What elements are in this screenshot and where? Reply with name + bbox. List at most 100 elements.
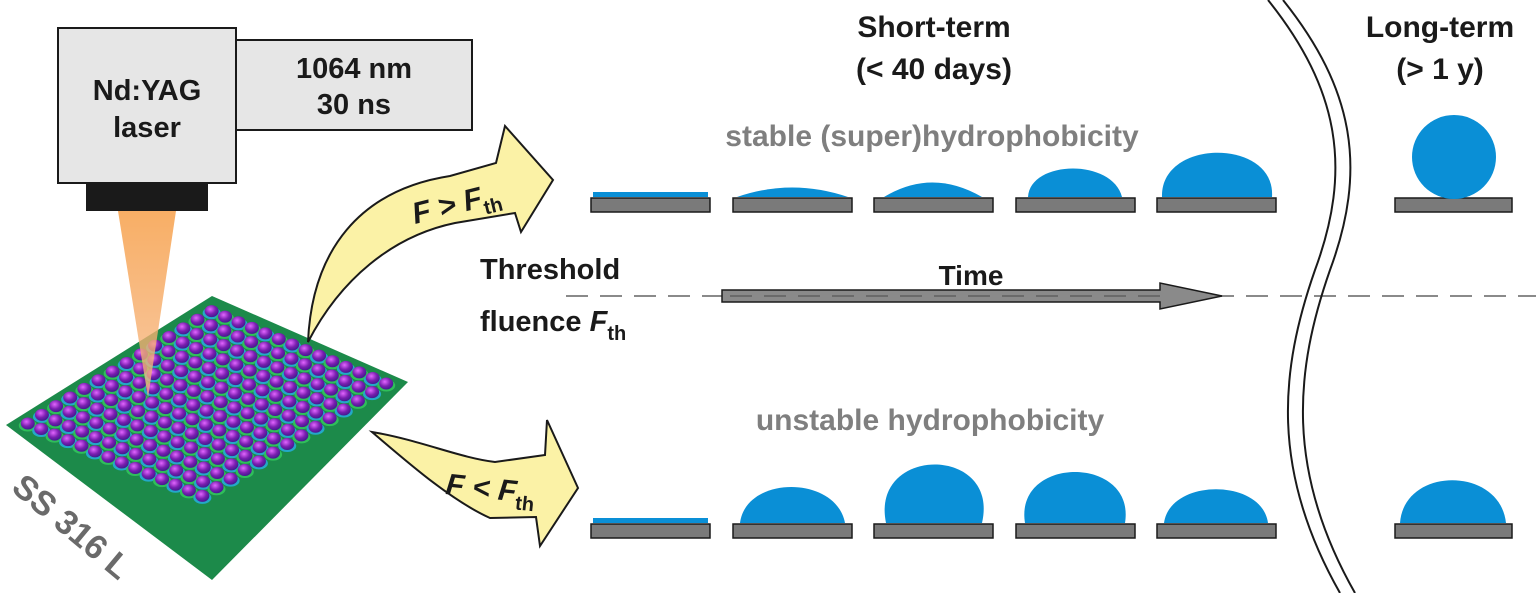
stable-row-label: stable (super)hydrophobicity <box>725 120 1139 153</box>
surface-bump <box>311 363 326 376</box>
surface-bump <box>267 418 282 431</box>
stable-sample-1 <box>590 192 711 213</box>
surface-bump <box>210 452 225 465</box>
threshold-label-line1: Threshold <box>480 254 620 286</box>
surface-bump <box>184 427 199 440</box>
surface-bump <box>173 379 188 392</box>
surface-bump <box>61 434 76 447</box>
surface-bump <box>169 464 184 477</box>
surface-bump <box>175 336 190 349</box>
substrate <box>1156 197 1277 213</box>
surface-bump <box>270 361 285 374</box>
long-term-header-line1: Long-term <box>1366 11 1514 44</box>
surface-bump <box>102 436 117 449</box>
surface-bump <box>294 429 309 442</box>
surface-bump <box>225 429 240 442</box>
surface-bump <box>203 333 218 346</box>
surface-bump <box>174 365 189 378</box>
substrate <box>1015 197 1136 213</box>
surface-bump <box>159 387 174 400</box>
surface-bump <box>114 456 129 469</box>
threshold-label-line2: fluence Fth <box>480 306 626 345</box>
surface-bump <box>156 444 171 457</box>
droplet <box>1024 472 1126 523</box>
surface-bump <box>204 305 219 318</box>
surface-bump <box>90 402 105 415</box>
surface-bump <box>155 473 170 486</box>
surface-bump <box>338 360 353 373</box>
surface-bump <box>223 472 238 485</box>
substrate <box>1394 197 1513 213</box>
surface-bump <box>244 336 259 349</box>
surface-bump <box>195 489 210 502</box>
stable-row <box>590 115 1513 213</box>
surface-bump <box>211 438 226 451</box>
surface-bump <box>160 359 175 372</box>
laser-pulse-duration: 30 ns <box>317 89 391 121</box>
surface-bump <box>239 435 254 448</box>
surface-bump <box>225 444 240 457</box>
surface-bump <box>379 377 394 390</box>
surface-bump <box>184 441 199 454</box>
surface-bump <box>128 447 143 460</box>
surface-bump <box>171 421 186 434</box>
surface-bump <box>197 447 212 460</box>
surface-bump <box>198 418 213 431</box>
surface-bump <box>88 431 103 444</box>
droplet <box>884 464 984 523</box>
laser-nozzle <box>86 183 208 211</box>
surface-bump <box>269 375 284 388</box>
surface-bump <box>282 395 297 408</box>
substrate <box>1394 523 1513 539</box>
surface-bump <box>141 467 156 480</box>
surface-bump <box>309 392 324 405</box>
time-label: Time <box>939 260 1004 291</box>
surface-bump <box>128 462 143 475</box>
surface-bump <box>161 345 176 358</box>
surface-bump <box>62 405 77 418</box>
surface-bump <box>143 439 158 452</box>
time-arrow <box>721 282 1223 310</box>
surface-bump <box>34 408 49 421</box>
surface-bump <box>296 386 311 399</box>
surface-bump <box>201 376 216 389</box>
surface-bump <box>119 356 134 369</box>
surface-bump <box>186 399 201 412</box>
surface-bump <box>157 416 172 429</box>
surface-bump <box>298 344 313 357</box>
unstable-row <box>590 464 1513 539</box>
surface-bump <box>227 387 242 400</box>
surface-bump <box>243 350 258 363</box>
surface-bump <box>20 417 35 430</box>
stable-sample-2 <box>732 187 853 213</box>
unstable-row-label: unstable hydrophobicity <box>756 404 1105 437</box>
surface-bump <box>145 396 160 409</box>
surface-bump <box>101 450 116 463</box>
arrow-lower: F < Fth <box>368 419 580 549</box>
surface-bump <box>256 355 271 368</box>
laser-assembly: Nd:YAG laser 1064 nm 30 ns <box>57 27 473 211</box>
droplet <box>740 487 845 523</box>
surface-bump <box>143 424 158 437</box>
surface-bump <box>266 432 281 445</box>
surface-bump <box>210 467 225 480</box>
surface-bump <box>254 398 269 411</box>
surface-bump <box>350 394 365 407</box>
surface-bump <box>365 371 380 384</box>
surface-bump <box>75 411 90 424</box>
droplet <box>1161 152 1273 197</box>
surface-bump <box>116 428 131 441</box>
unstable-sample-5 <box>1156 489 1277 539</box>
surface-bump <box>91 374 106 387</box>
droplet <box>737 187 848 197</box>
unstable-sample-2 <box>732 487 853 539</box>
surface-bump <box>176 322 191 335</box>
surface-bump <box>34 423 49 436</box>
surface-bump <box>181 484 196 497</box>
long-term-header-line2: (> 1 y) <box>1396 53 1484 86</box>
surface-bump <box>324 383 339 396</box>
long-term-stable-sample <box>1394 115 1513 213</box>
surface-bump <box>132 376 147 389</box>
surface-bump <box>213 395 228 408</box>
surface-bump <box>217 324 232 337</box>
